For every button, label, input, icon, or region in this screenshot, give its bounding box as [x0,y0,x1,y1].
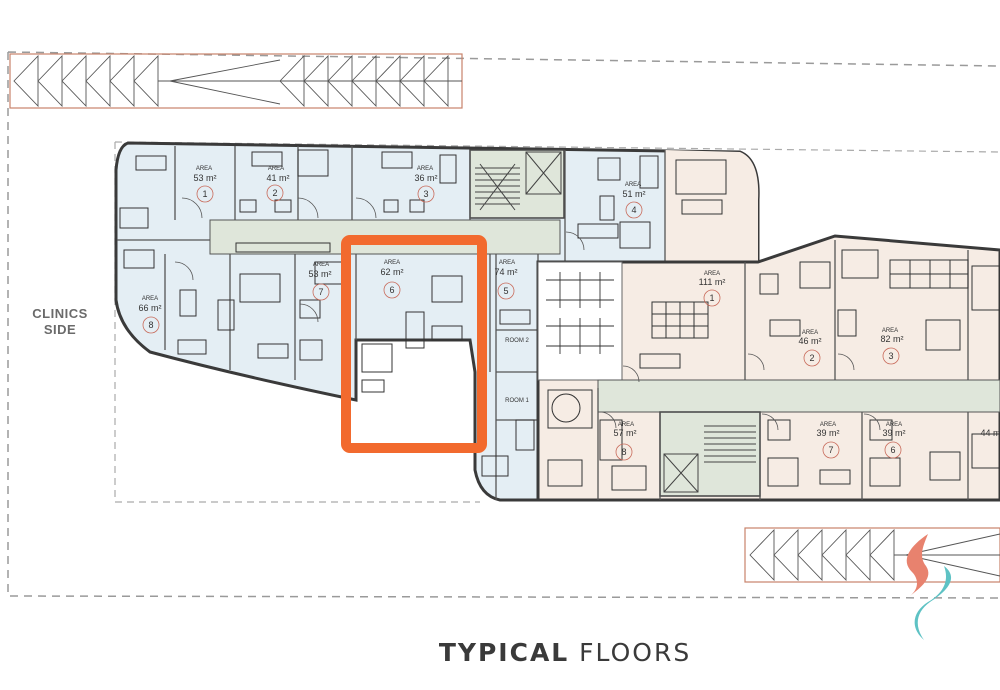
room-label: ROOM 1 [505,398,529,404]
unit-number: 6 [890,445,895,455]
unit-number: 5 [503,286,508,296]
unit-area: 82 m² [880,334,903,344]
furniture-offices [547,249,1000,491]
room-label: ROOM 2 [505,338,529,344]
unit-number: 7 [318,287,323,297]
unit-number: 8 [148,320,153,330]
left-unit-labels: AREA 53 m² 1 AREA 41 m² 2 AREA 36 m² 3 A… [138,166,645,404]
unit-number: 1 [202,189,207,199]
unit-number: 8 [621,447,626,457]
right-unit-labels: AREA 111 m² 1 AREA 46 m² 2 AREA 82 m² 3 … [613,271,1000,461]
unit-number-circle [383,281,401,299]
unit-number: 2 [272,188,277,198]
unit-area: 53 m² [308,269,331,279]
side-label-line1: CLINICS [32,306,88,321]
unit-number-circle [803,349,821,367]
unit-area-word: AREA [313,262,329,268]
unit-area: 41 m² [266,173,289,183]
unit-area: 57 m² [613,428,636,438]
unit-number-circle [196,185,214,203]
unit-area-word: AREA [882,328,898,334]
parking-strip-top [9,53,463,109]
unit-area: 62 m² [380,267,403,277]
corridor-offices [597,379,1000,413]
clinics-side-label: CLINICS SIDE [20,306,100,338]
unit-number: 6 [389,285,394,295]
office-tint-left-block [665,150,759,262]
unit-number-circle [822,441,840,459]
unit-number-circle [312,283,330,301]
highlight-frame [341,235,487,453]
unit-area-word: AREA [417,166,433,172]
side-label-line2: SIDE [43,322,77,337]
unit-number-circle [497,282,515,300]
unit-area-word: AREA [886,422,902,428]
unit-number: 3 [888,351,893,361]
unit-area: 44 m² [980,428,1000,438]
unit-area: 46 m² [798,336,821,346]
door-swings-clinics [174,197,585,323]
unit-area: 111 m² [699,277,726,287]
door-swings-offices [599,353,881,431]
workstation-grid [546,272,614,354]
unit-area-word: AREA [142,296,158,302]
page-title: TYPICAL FLOORS [0,638,1000,667]
unit-number: 1 [709,293,714,303]
unit-area: 74 m² [494,267,517,277]
unit-area: 66 m² [138,303,161,313]
unit-number: 4 [631,205,636,215]
unit-area-word: AREA [618,422,634,428]
unit-number-circle [417,185,435,203]
logo [906,534,952,640]
unit-area-word: AREA [384,260,400,266]
title-regular: FLOORS [579,638,692,667]
unit-number-circle [266,184,284,202]
stair-core-right [659,411,761,497]
unit-area-word: AREA [625,182,641,188]
unit-number-circle [703,289,721,307]
partition-walls-clinics [117,146,666,500]
unit-area-word: AREA [196,166,212,172]
furniture-clinics [119,149,727,477]
unit-number-circle [615,443,633,461]
unit-area-word: AREA [802,330,818,336]
title-bold: TYPICAL [438,638,570,667]
unit-area: 51 m² [622,189,645,199]
unit-number-circle [625,201,643,219]
site-boundary [7,51,1000,599]
unit-number-circle [884,441,902,459]
unit-number: 7 [828,445,833,455]
unit-number-circle [142,316,160,334]
unit-area: 39 m² [816,428,839,438]
unit-area-word: AREA [820,422,836,428]
unit-number: 3 [423,189,428,199]
unit-area-word: AREA [704,271,720,277]
unit-area-word: AREA [499,260,515,266]
unit-area-word: AREA [268,166,284,172]
unit-area: 36 m² [414,173,437,183]
unit-area: 53 m² [193,173,216,183]
unit-area: 39 m² [882,428,905,438]
unit-number: 2 [809,353,814,363]
parking-strip-bottom [744,527,1000,583]
stair-core-left [469,149,565,219]
unit-number-circle [882,347,900,365]
